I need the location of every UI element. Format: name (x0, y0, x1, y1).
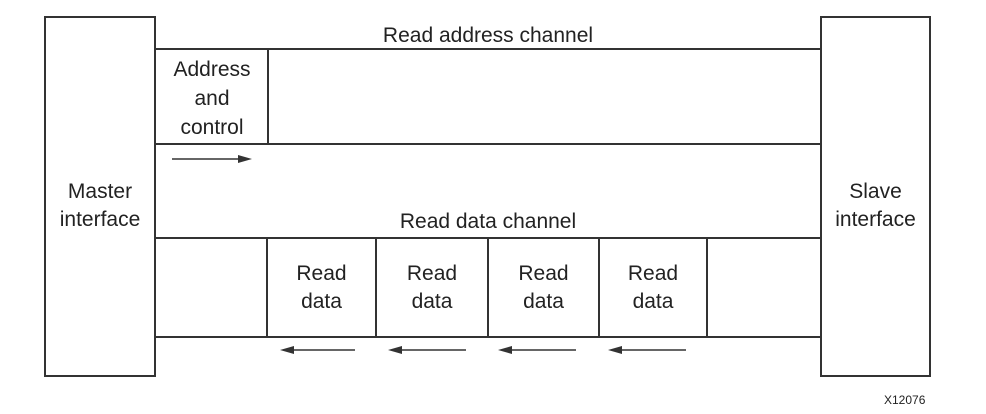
read-data-direction-arrow-icon (498, 346, 576, 354)
address-cell-divider (267, 48, 269, 145)
read-data-direction-arrow-icon (388, 346, 466, 354)
read-data-direction-arrow-icon (608, 346, 686, 354)
read-data-cell: Read data (518, 262, 569, 313)
read-data-divider (266, 237, 268, 338)
read-data-divider (375, 237, 377, 338)
read-data-channel-title: Read data channel (399, 210, 577, 233)
figure-id: X12076 (884, 393, 926, 407)
slave-interface-label: Slave interface (835, 180, 916, 231)
address-and-control-cell: Address and control (173, 58, 251, 139)
read-data-direction-arrow-icon (280, 346, 355, 354)
read-data-divider (598, 237, 600, 338)
address-direction-arrow-icon (172, 155, 252, 163)
read-data-divider (706, 237, 708, 338)
read-address-channel-title: Read address channel (382, 24, 594, 47)
read-address-channel-top-line (156, 48, 820, 50)
master-interface-block (44, 16, 156, 377)
read-data-divider (487, 237, 489, 338)
read-data-cell: Read data (627, 262, 679, 313)
read-data-cell: Read data (296, 262, 347, 313)
master-interface-label: Master interface (59, 180, 141, 231)
read-data-cell: Read data (406, 262, 458, 313)
slave-interface-block (820, 16, 931, 377)
read-address-channel-bottom-line (156, 143, 820, 145)
